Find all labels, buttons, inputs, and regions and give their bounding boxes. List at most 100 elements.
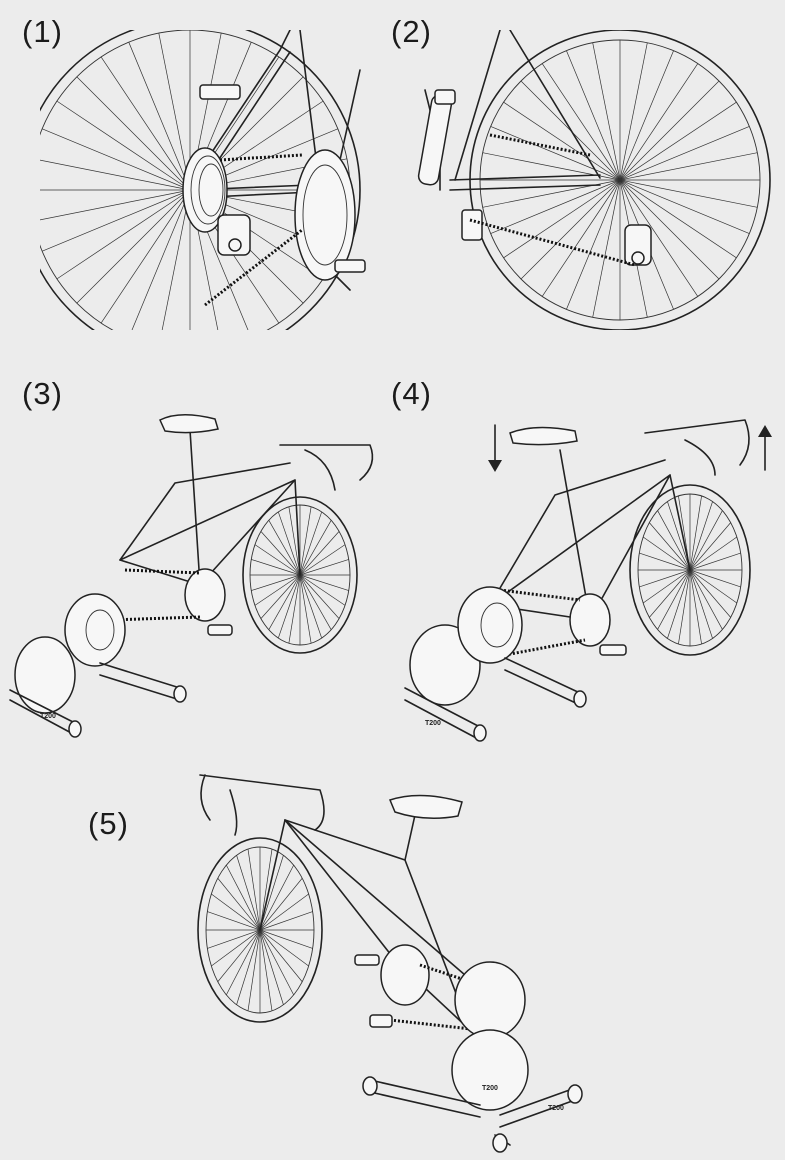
wheel-spoke: [541, 63, 621, 181]
handlebar: [644, 419, 750, 476]
down-arrow-icon: [488, 424, 502, 472]
chainring: [109, 568, 233, 636]
wheel-spoke: [211, 929, 261, 967]
step-2-illustration: [410, 30, 772, 330]
step-2-label: (2): [391, 14, 432, 49]
wheel-spoke: [207, 929, 261, 949]
wheel-spoke: [619, 50, 674, 181]
front-wheel: [629, 484, 751, 656]
wheel-spoke: [42, 189, 191, 252]
wheel-spoke: [566, 179, 621, 310]
wheel-spoke: [689, 569, 738, 604]
wheel-spoke: [689, 569, 713, 639]
rear-wheel: [469, 30, 771, 330]
smart-trainer: T200: [404, 586, 587, 742]
wheel-spoke: [251, 574, 301, 591]
wheel-spoke: [259, 929, 313, 949]
wheel-spoke: [667, 569, 691, 639]
wheel-spoke: [254, 574, 301, 606]
wheel-spoke: [541, 179, 621, 297]
wheel-spoke: [217, 878, 261, 931]
front-wheel: [197, 837, 323, 1023]
wheel-spoke: [689, 495, 702, 571]
wheel-spoke: [667, 501, 691, 571]
wheel-spoke: [657, 510, 691, 571]
wheel-spoke: [619, 179, 720, 280]
wheel-spoke: [76, 189, 191, 304]
crank-arm: [417, 89, 483, 241]
step-1-illustration: [40, 30, 367, 330]
wheel-spoke: [158, 33, 191, 191]
handlebar: [279, 444, 374, 491]
wheel-spoke: [277, 574, 301, 639]
wheel-spoke: [592, 42, 621, 181]
cassette: [182, 147, 228, 233]
wheel-spoke: [211, 893, 261, 931]
wheel-spoke: [678, 569, 691, 645]
up-arrow-icon: [758, 425, 772, 471]
wheel-spoke: [299, 506, 312, 576]
wheel-spoke: [40, 159, 191, 191]
wheel-spoke: [259, 929, 309, 967]
step-4-label: (4): [391, 376, 432, 411]
trainer-model-text: T200: [425, 720, 441, 727]
wheel-spoke: [268, 520, 301, 576]
wheel-spoke: [259, 849, 273, 931]
wheel-spoke: [259, 864, 294, 931]
wheel-spoke: [259, 929, 294, 996]
wheel-spoke: [642, 569, 691, 604]
wheel-spoke: [226, 929, 261, 996]
frame-tubes: [424, 30, 601, 191]
wheel-spoke: [657, 569, 691, 630]
wheel-spoke: [207, 911, 261, 931]
wheel-spoke: [259, 929, 284, 1005]
wheel-spoke: [299, 574, 340, 619]
wheel-spoke: [131, 189, 191, 330]
wheel-spoke: [40, 189, 191, 221]
wheel-spoke: [619, 63, 699, 181]
wheel-spoke: [288, 506, 301, 576]
wheel-spoke: [299, 559, 349, 576]
step-4-illustration: T200: [385, 405, 780, 750]
wheel-spoke: [299, 574, 323, 639]
smart-trainer: T200 T200: [362, 961, 583, 1153]
wheel-spoke: [100, 189, 191, 324]
wheel-spoke: [247, 849, 261, 931]
saddle: [388, 794, 463, 819]
wheel-spoke: [503, 179, 621, 259]
saddle: [159, 414, 219, 434]
wheel-spoke: [56, 100, 191, 191]
wheel-spoke: [689, 552, 741, 571]
step-5-label: (5): [88, 806, 129, 841]
wheel-spoke: [619, 179, 699, 297]
derailleur: [624, 224, 652, 266]
wheel-spoke: [299, 574, 346, 606]
wheel-spoke: [689, 569, 741, 588]
wheel-spoke: [649, 522, 691, 571]
frame: [489, 449, 691, 621]
smart-trainer: T200: [9, 593, 187, 738]
wheel-spoke: [100, 56, 191, 191]
wheel-spoke: [76, 76, 191, 191]
wheel-spoke: [689, 536, 738, 571]
handlebar: [199, 774, 325, 836]
wheel-spoke: [689, 569, 731, 618]
wheel-spoke: [639, 552, 691, 571]
wheel-spoke: [639, 569, 691, 588]
wheel-spoke: [259, 929, 303, 982]
wheel-spoke: [259, 929, 273, 1011]
wheel-spoke: [299, 531, 340, 576]
wheel-spoke: [619, 80, 720, 181]
wheel-spoke: [566, 50, 621, 181]
wheel-spoke: [259, 911, 313, 931]
wheel-spoke: [288, 574, 301, 644]
wheel-spoke: [619, 101, 737, 181]
wheel-spoke: [619, 126, 750, 181]
saddle: [509, 426, 578, 446]
wheel-spoke: [490, 179, 621, 234]
wheel-spoke: [254, 544, 301, 576]
wheel-spoke: [277, 511, 301, 576]
wheel-spoke: [236, 929, 261, 1005]
chainring: [499, 588, 627, 657]
